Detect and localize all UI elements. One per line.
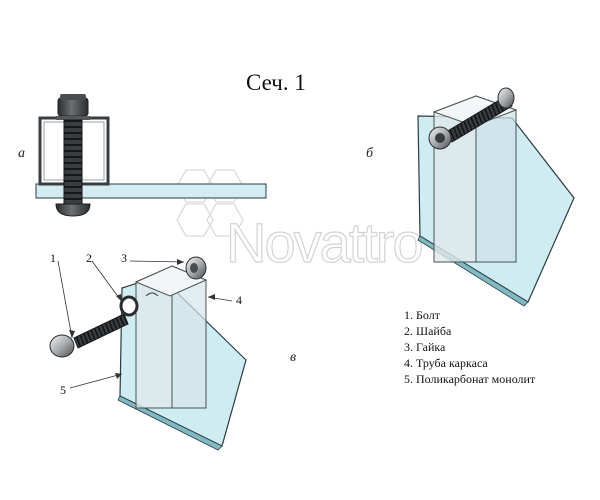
legend-item-nut: 3. Гайка [404,340,446,354]
panel-c-exploded: 1 2 3 4 5 [49,251,247,451]
panel-a-bolt-head [55,203,91,217]
panel-b-isometric [417,87,575,307]
legend-item-frame-tube: 4. Труба каркаса [404,356,488,370]
legend-item-washer: 2. Шайба [404,324,452,338]
legend: 1. Болт 2. Шайба 3. Гайка 4. Труба карка… [404,307,535,387]
watermark-text: Novattro [226,211,422,274]
legend-item-polycarbonate: 5. Поликарбонат монолит [404,372,536,386]
panel-a-bolt-shank [63,119,83,205]
callout-3: 3 [121,251,127,265]
callout-2: 2 [86,251,92,265]
panel-a-washer [56,116,90,120]
panel-c-bolt-head [49,334,75,358]
panel-c-bolt [73,313,129,349]
section-title: Сеч. 1 [246,70,306,95]
panel-label-a: а [18,146,25,161]
panel-label-b: б [366,146,374,161]
panel-a-polycarbonate-sheet [35,183,267,199]
panel-a-section [35,94,267,217]
panel-b-nut [497,87,515,109]
legend-item-bolt: 1. Болт [404,308,440,322]
callout-4: 4 [236,293,242,307]
callout-5: 5 [60,383,66,397]
callout-1: 1 [50,251,56,265]
panel-a-nut [57,97,89,117]
panel-c-washer [119,295,139,317]
panel-label-c: в [290,350,297,365]
watermark: Novattro [176,169,424,275]
